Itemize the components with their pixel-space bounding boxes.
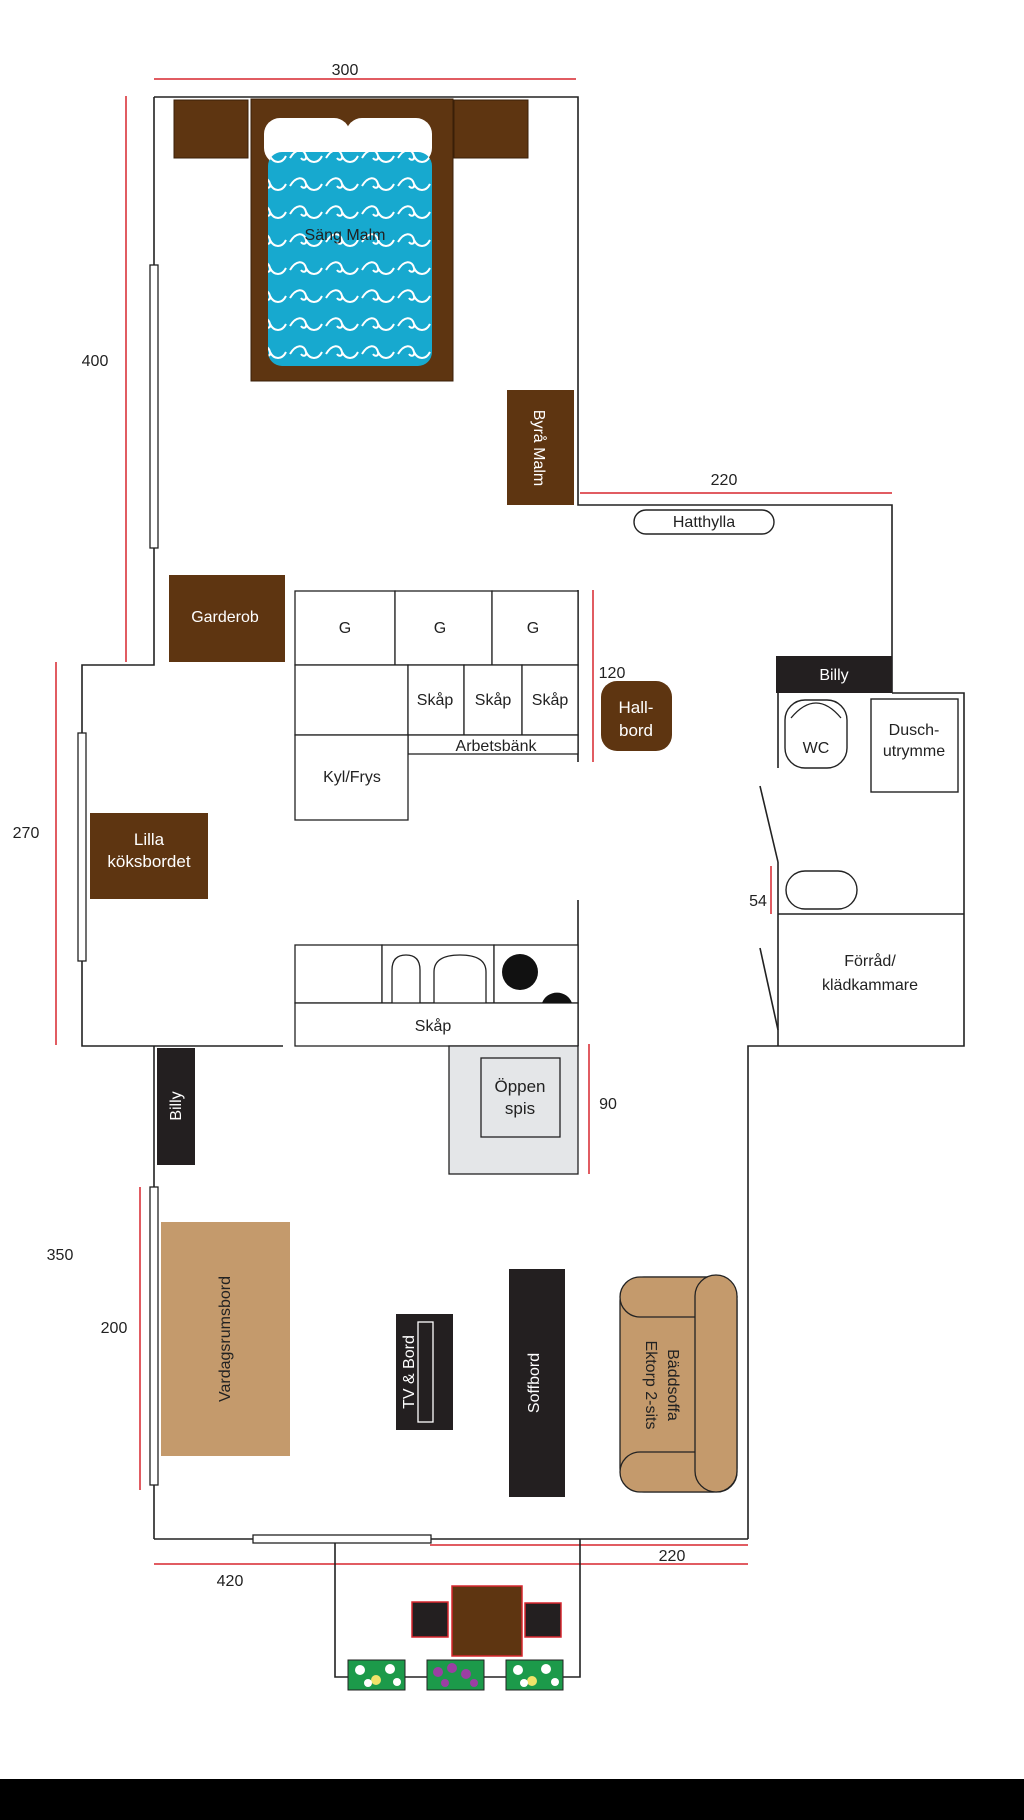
hat-shelf (633, 509, 775, 535)
dimension-lines (55, 78, 892, 1565)
kitchen-table (90, 813, 208, 899)
kitchen-table-label-1: Lilla (134, 830, 165, 849)
dim-living-label: 350 (47, 1247, 74, 1264)
cupboard-2 (463, 664, 523, 736)
nightstand-left (173, 99, 249, 159)
planter-left (347, 1659, 406, 1691)
bottom-cupboard (294, 1002, 579, 1047)
cabinet-g1 (294, 590, 396, 666)
shower-label-2: utrymme (883, 743, 945, 760)
dim-bottom-right-label: 220 (659, 1548, 686, 1565)
tv-stand (396, 1314, 453, 1430)
toilet (784, 699, 848, 769)
tv-label: TV & Bord (401, 1335, 418, 1409)
wc-label: WC (803, 740, 830, 757)
bed-label: Säng Malm (305, 227, 386, 244)
footer-bar (0, 1779, 1024, 1820)
coffee-table (509, 1269, 565, 1497)
cupboard-3 (521, 664, 579, 736)
balcony-chair-right (524, 1602, 562, 1638)
corner-cabinet (294, 664, 409, 736)
sofa-label-2: Ektorp 2-sits (642, 1341, 659, 1430)
fireplace-label-1: Öppen (494, 1077, 545, 1096)
coffee-table-label: Soffbord (526, 1353, 543, 1413)
cabinet-g3-label: G (527, 620, 539, 637)
hat-shelf-label: Hatthylla (673, 514, 735, 531)
window-balcony (252, 1534, 432, 1544)
dim-hall-label: 220 (711, 472, 738, 489)
dim-bath-label: 54 (749, 893, 767, 910)
sink-basin-left (391, 954, 421, 1003)
cabinet-g1-label: G (339, 620, 351, 637)
cupboard-2-label: Skåp (475, 691, 512, 709)
floor-plan-svg: Säng Malm Byrå Malm Hatthylla Garderob G… (13, 62, 965, 1691)
balcony-chair-left (411, 1601, 449, 1638)
dim-top-label: 300 (332, 62, 359, 79)
dim-bottom-left-label: 420 (217, 1573, 244, 1590)
balcony-table (451, 1585, 523, 1657)
fridge (294, 734, 409, 821)
hall-table-label-2: bord (619, 721, 653, 740)
dim-bedroom-label: 400 (82, 353, 109, 370)
cabinet-g3 (491, 590, 579, 666)
fireplace-label-2: spis (505, 1099, 535, 1118)
dim-kitchen-label: 270 (13, 825, 40, 842)
dim-window-label: 200 (101, 1320, 128, 1337)
washbasin (785, 870, 858, 910)
billy-top (776, 656, 892, 693)
sink-basin-right (433, 954, 487, 1003)
bed-pattern (268, 152, 432, 366)
toilet-tank (790, 702, 842, 719)
sofa (619, 1274, 738, 1493)
cabinet-g2-label: G (434, 620, 446, 637)
dresser-label: Byrå Malm (530, 410, 548, 486)
fridge-label: Kyl/Frys (323, 769, 381, 786)
shower (870, 698, 959, 793)
billy-side-label: Billy (168, 1091, 185, 1120)
shower-label-1: Dusch- (889, 722, 940, 739)
storage-label-2: klädkammare (822, 977, 918, 994)
fireplace-inner (480, 1057, 561, 1138)
stove-burner-small (542, 992, 572, 1003)
storage-label-1: Förråd/ (844, 952, 896, 970)
window-living (149, 1186, 159, 1486)
window-kitchen (77, 732, 87, 962)
dim-counter-label: 120 (599, 665, 626, 682)
sofa-back (694, 1274, 738, 1493)
dimension-labels: 300 400 220 120 270 54 90 350 200 420 22… (13, 62, 767, 1590)
planter-middle (426, 1659, 485, 1691)
nightstand-right (453, 99, 529, 159)
planter-right (505, 1659, 564, 1691)
counter-left (294, 944, 383, 1004)
windows (77, 264, 432, 1544)
bottom-cupboard-label: Skåp (415, 1017, 452, 1035)
kitchen-table-label-2: köksbordet (107, 852, 190, 871)
sofa-label-1: Bäddsoffa (664, 1349, 681, 1421)
dining-table (161, 1222, 290, 1456)
stove-burner-large (502, 954, 538, 990)
cabinet-g2 (394, 590, 493, 666)
billy-side (157, 1048, 195, 1165)
workbench-label: Arbetsbänk (456, 738, 538, 755)
billy-top-label: Billy (819, 667, 848, 684)
wardrobe (169, 575, 285, 662)
lower-cabinets (294, 664, 579, 821)
cupboard-1-label: Skåp (417, 691, 454, 709)
hall-table-label-1: Hall- (619, 698, 654, 717)
upper-cabinets (294, 590, 579, 666)
wardrobe-label: Garderob (191, 609, 259, 626)
window-bedroom (149, 264, 159, 549)
hall-table (601, 681, 672, 751)
floor-plan: Säng Malm Byrå Malm Hatthylla Garderob G… (12, 62, 965, 1691)
dim-fireplace-label: 90 (599, 1096, 617, 1113)
dresser (507, 390, 574, 505)
tv-screen (417, 1321, 434, 1423)
cupboard-3-label: Skåp (532, 691, 569, 709)
dining-table-label: Vardagsrumsbord (217, 1276, 234, 1402)
